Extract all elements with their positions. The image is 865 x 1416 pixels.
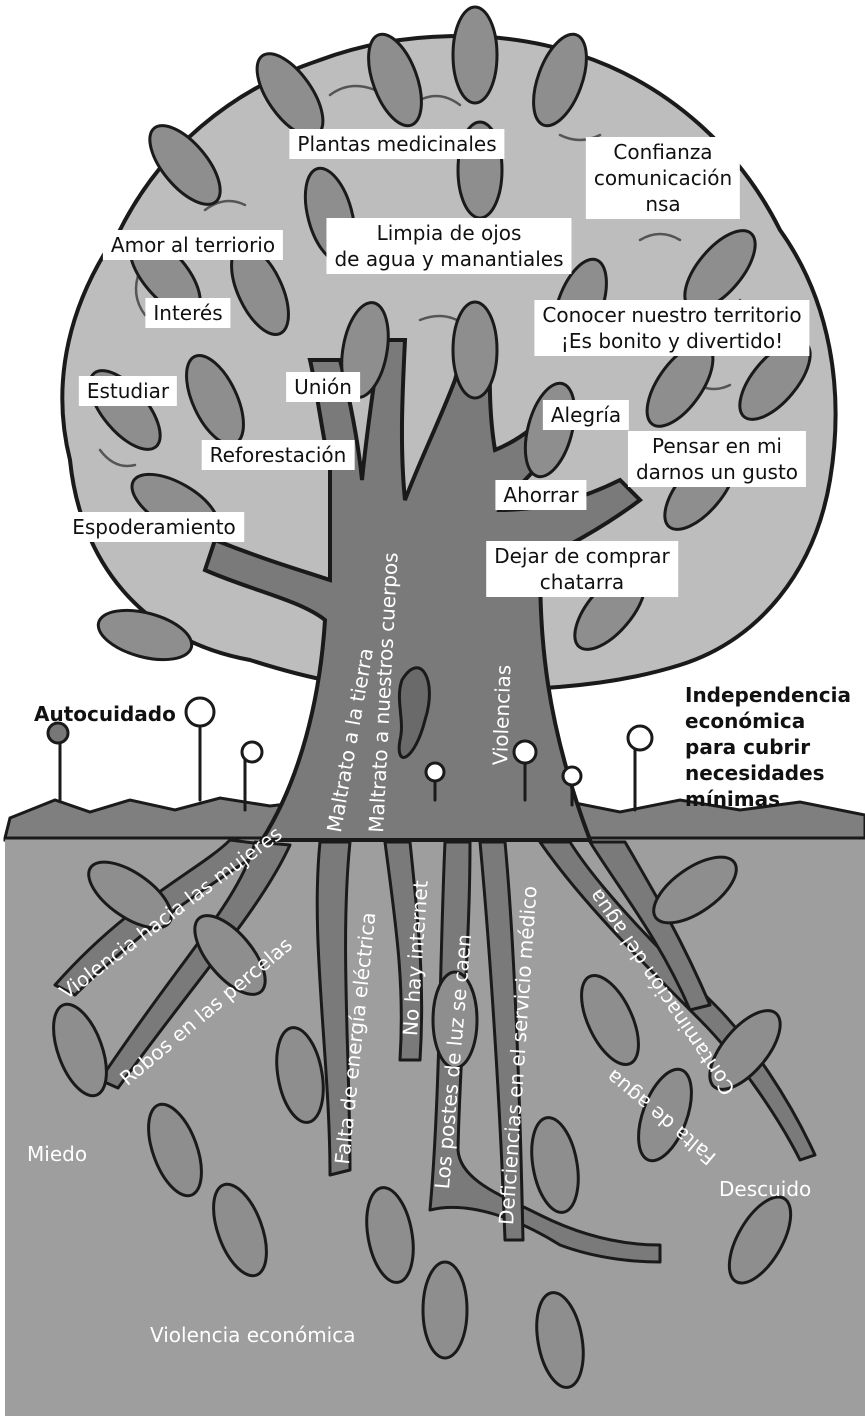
label-pensar-en-mi: Pensar en mi darnos un gusto [627,431,807,487]
label-independencia-economica: Independencia económica para cubrir nece… [685,683,852,811]
label-espoderamiento: Espoderamiento [64,512,244,542]
label-descuido: Descuido [719,1177,812,1201]
label-plantas-medicinales: Plantas medicinales [289,129,505,159]
label-estudiar: Estudiar [78,376,178,406]
label-violencia-economica: Violencia económica [150,1323,356,1347]
label-limpia-ojos-agua: Limpia de ojos de agua y manantiales [326,218,572,274]
label-miedo: Miedo [27,1142,88,1166]
label-ahorrar: Ahorrar [495,480,587,510]
flowers [46,696,654,812]
label-confianza: Confianza comunicación nsa [585,137,741,219]
label-interes: Interés [145,298,231,328]
label-union: Unión [286,372,360,402]
label-amor-territorio: Amor al terriorio [102,230,284,260]
label-dejar-chatarra: Dejar de comprar chatarra [486,541,678,597]
label-reforestacion: Reforestación [201,440,355,470]
label-violencias: Violencias [488,664,516,766]
label-alegria: Alegría [542,400,630,430]
trunk-knot [397,666,431,759]
leaves [52,5,812,1389]
label-autocuidado: Autocuidado [34,702,176,726]
label-conocer-territorio: Conocer nuestro territorio ¡Es bonito y … [534,300,810,356]
